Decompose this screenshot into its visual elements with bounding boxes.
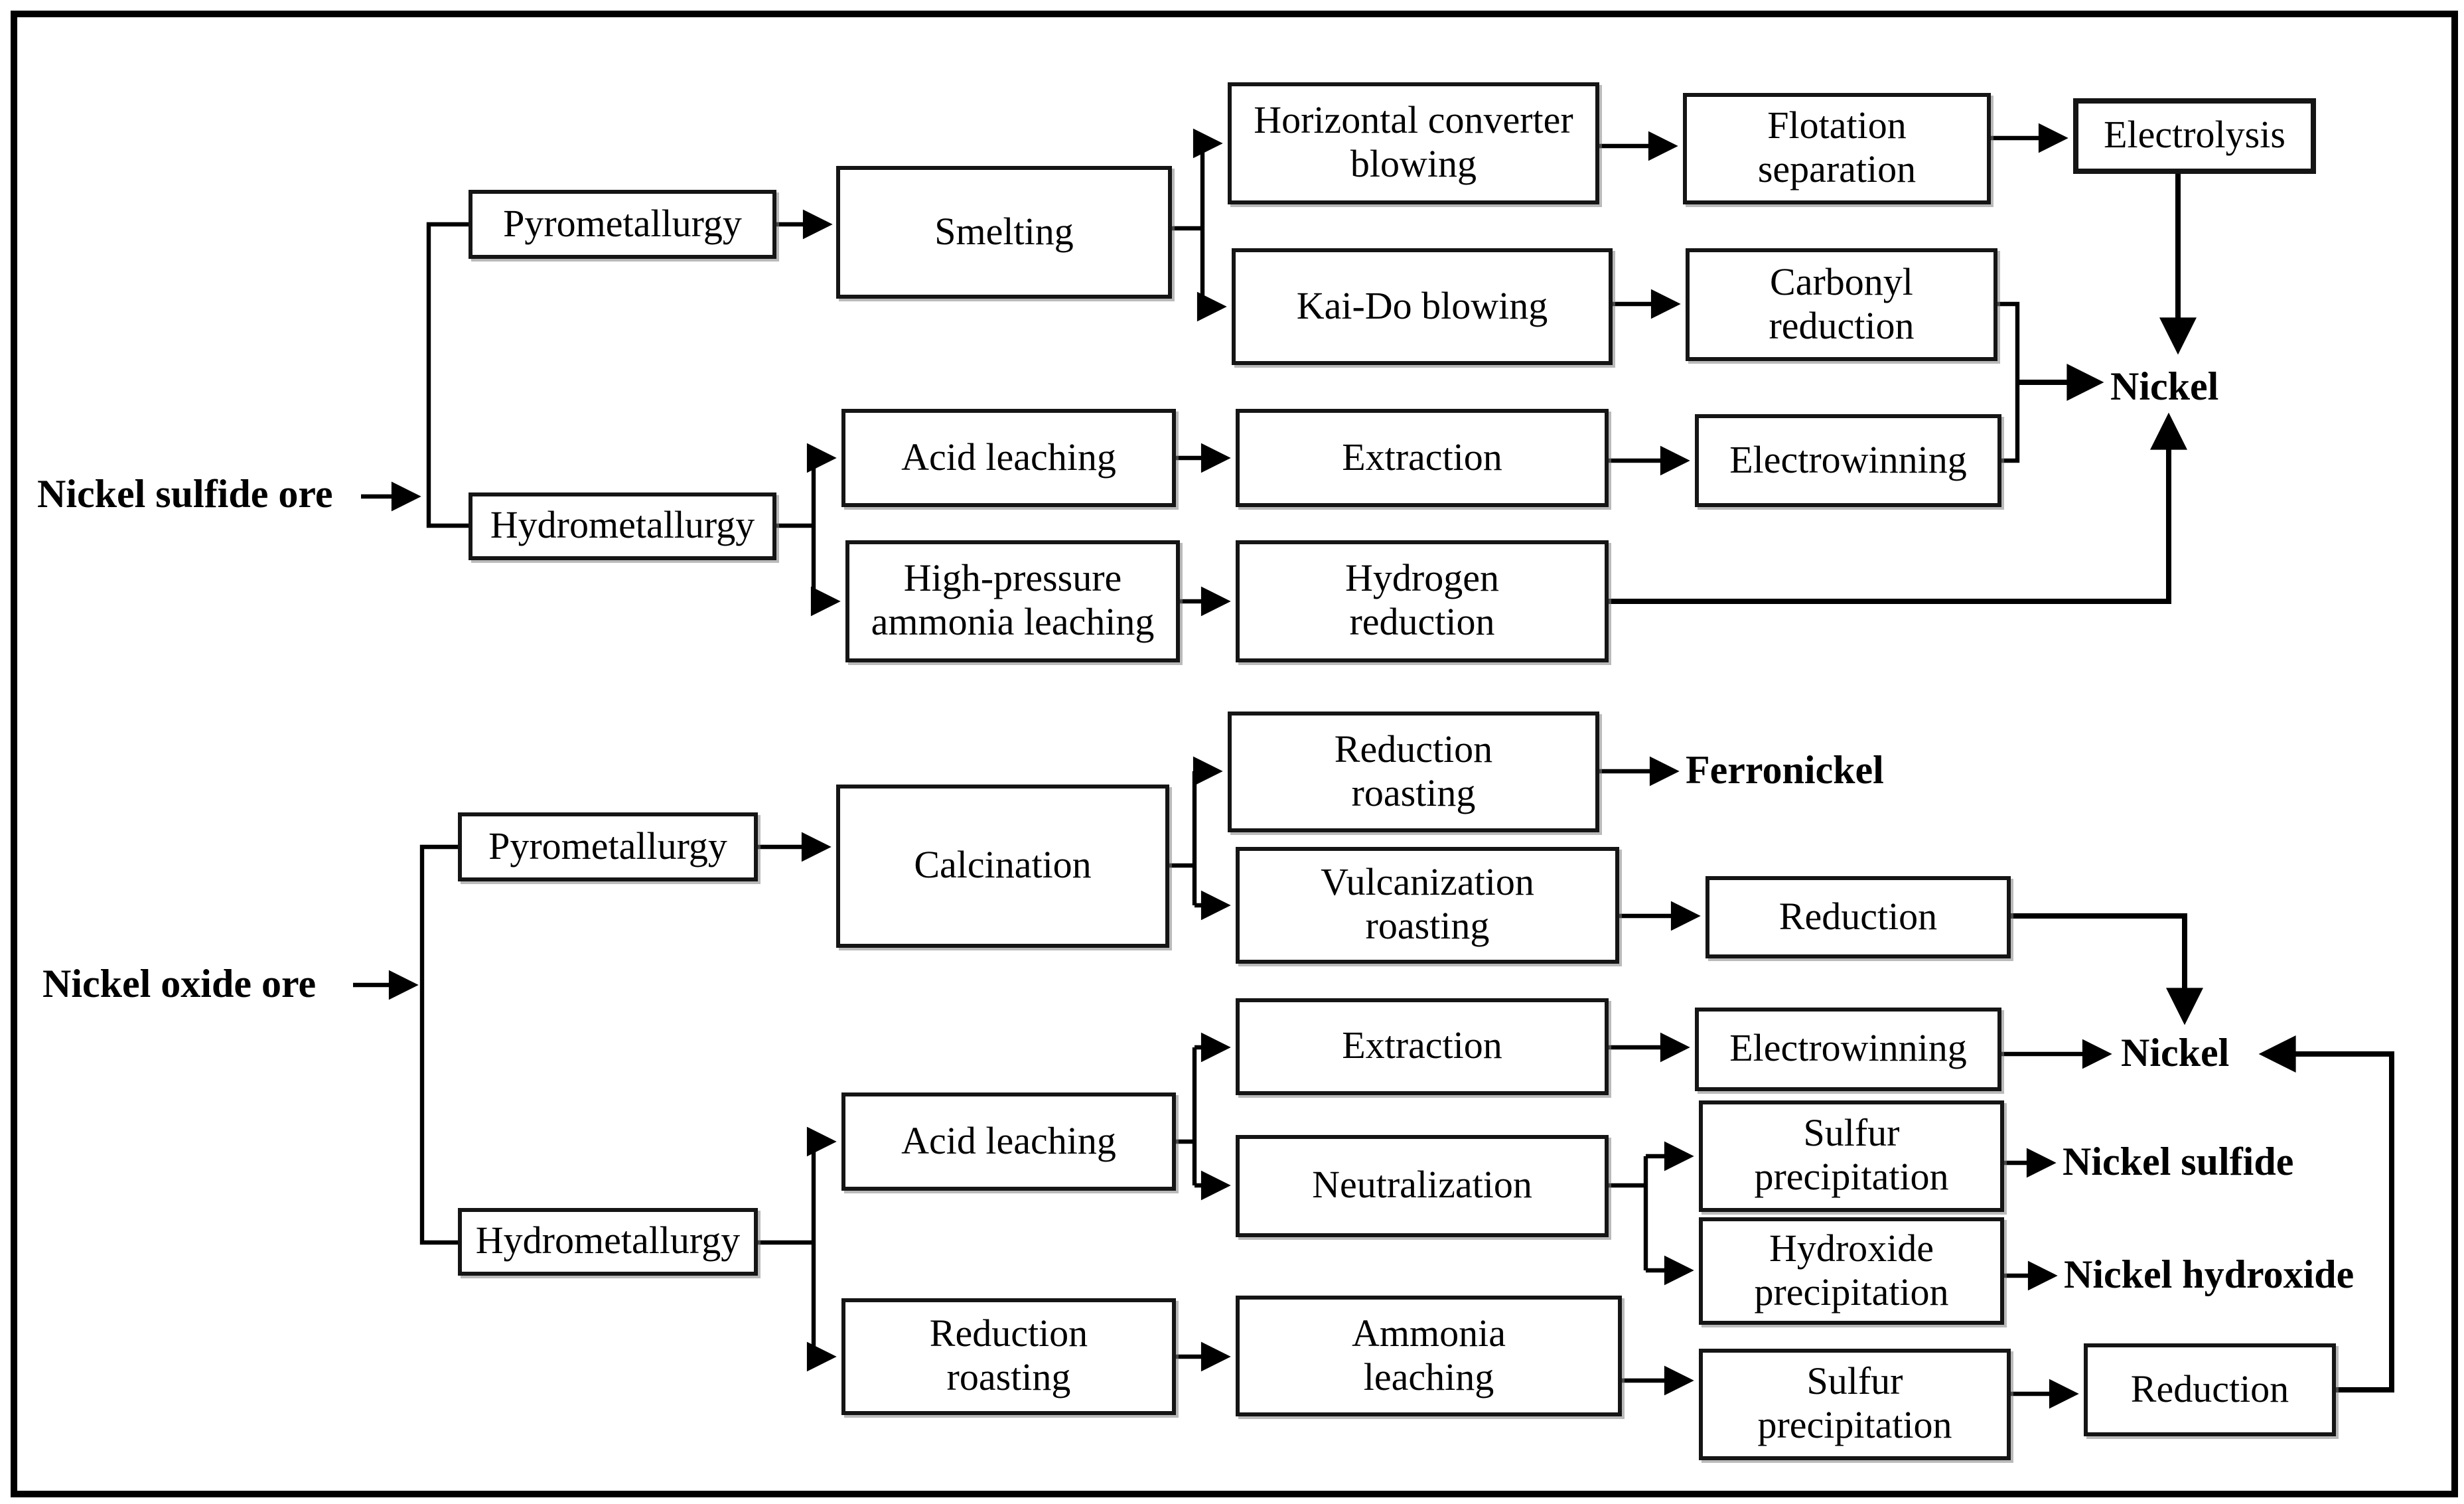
label-ferronickel: Ferronickel — [1686, 749, 1884, 792]
node-extraction-oxide: Extraction — [1236, 998, 1609, 1095]
node-hydrometallurgy-oxide: Hydrometallurgy — [458, 1208, 758, 1276]
edge-reduction1-nickel2 — [2011, 913, 2203, 1025]
branch-ore2 — [419, 844, 458, 1245]
node-high-pressure-ammonia-leaching: High-pressure ammonia leaching — [845, 540, 1180, 662]
label-nickel-oxide-route: Nickel — [2121, 1031, 2230, 1075]
node-ammonia-leaching: Ammonia leaching — [1236, 1296, 1622, 1416]
node-smelting: Smelting — [836, 166, 1172, 299]
node-sulfur-precipitation-final: Sulfur precipitation — [1699, 1349, 2011, 1460]
branch-acidleach2 — [1176, 1047, 1197, 1185]
node-flotation-separation: Flotation separation — [1683, 93, 1991, 204]
label-nickel-oxide-ore: Nickel oxide ore — [42, 962, 317, 1006]
branch-calcination — [1169, 771, 1197, 905]
node-acid-leaching-oxide: Acid leaching — [841, 1092, 1176, 1191]
node-electrolysis: Electrolysis — [2073, 98, 2316, 174]
branch-smelting — [1172, 143, 1205, 307]
node-neutralization: Neutralization — [1236, 1135, 1609, 1237]
node-electrowinning-sulfide: Electrowinning — [1695, 414, 2001, 507]
node-reduction-roasting-pyro: Reduction roasting — [1228, 712, 1599, 832]
node-reduction-final: Reduction — [2084, 1343, 2336, 1436]
node-acid-leaching-sulfide: Acid leaching — [841, 409, 1176, 507]
node-electrowinning-oxide: Electrowinning — [1695, 1008, 2001, 1091]
node-reduction-roasting-hydro: Reduction roasting — [841, 1298, 1176, 1415]
node-pyrometallurgy-oxide: Pyrometallurgy — [458, 812, 758, 881]
node-vulcanization-roasting: Vulcanization roasting — [1236, 847, 1619, 964]
node-hydrometallurgy-sulfide: Hydrometallurgy — [469, 492, 776, 560]
outer-border — [11, 11, 2458, 1497]
node-extraction-sulfide: Extraction — [1236, 409, 1609, 507]
label-nickel-hydroxide-product: Nickel hydroxide — [2064, 1253, 2355, 1297]
label-nickel-sulfide-route: Nickel — [2110, 365, 2219, 409]
label-nickel-sulfide-product: Nickel sulfide — [2063, 1140, 2294, 1184]
node-pyrometallurgy-sulfide: Pyrometallurgy — [469, 190, 776, 259]
node-calcination: Calcination — [836, 785, 1169, 948]
edge-reduction2-nickel2-loop — [2258, 1035, 2394, 1392]
node-hydrogen-reduction: Hydrogen reduction — [1236, 540, 1609, 662]
node-reduction-oxide-pyro: Reduction — [1705, 876, 2011, 958]
branch-neutralization — [1609, 1156, 1648, 1270]
edge-hydrogenred-nickel1 — [1609, 412, 2187, 604]
node-carbonyl-reduction: Carbonyl reduction — [1686, 248, 1997, 361]
node-sulfur-precipitation-neutral: Sulfur precipitation — [1699, 1100, 2004, 1212]
branch-ore1 — [426, 222, 469, 528]
branch-hydro2 — [758, 1142, 816, 1357]
node-hydroxide-precipitation: Hydroxide precipitation — [1699, 1217, 2004, 1325]
label-nickel-sulfide-ore: Nickel sulfide ore — [37, 473, 333, 516]
branch-hydro1 — [776, 458, 816, 601]
node-horizontal-converter-blowing: Horizontal converter blowing — [1228, 82, 1599, 204]
node-kai-do-blowing: Kai-Do blowing — [1232, 248, 1613, 365]
